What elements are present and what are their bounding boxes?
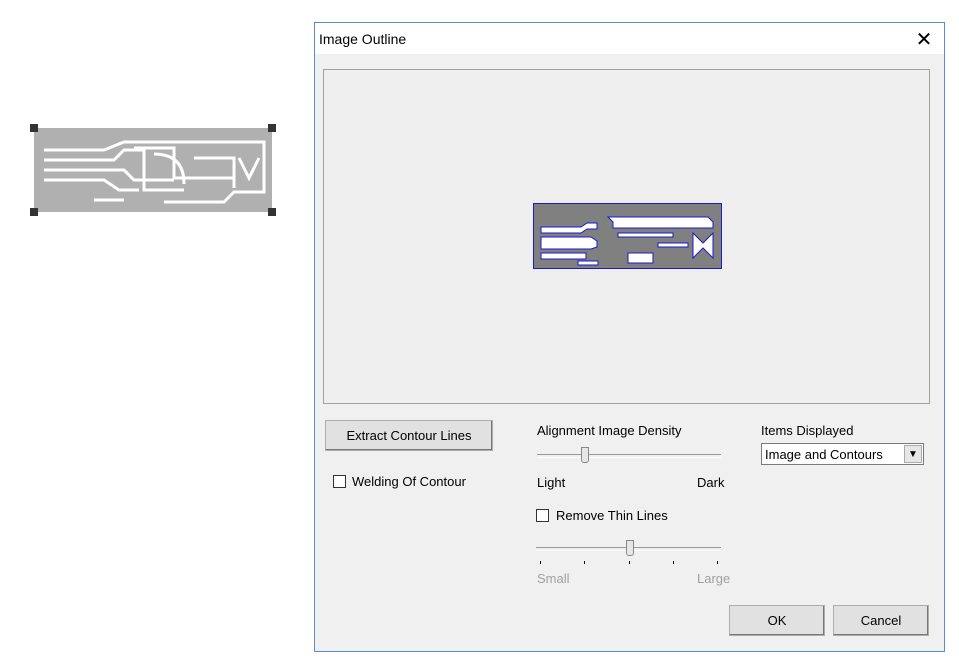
items-displayed-label: Items Displayed: [761, 423, 854, 438]
chevron-down-icon[interactable]: ▼: [904, 445, 922, 463]
resize-handle[interactable]: [268, 124, 276, 132]
slider-tick: [673, 561, 674, 564]
density-label: Alignment Image Density: [537, 423, 682, 438]
density-slider-thumb[interactable]: [581, 447, 589, 463]
slider-tick: [629, 561, 630, 564]
thin-lines-min-label: Small: [537, 571, 570, 586]
thin-lines-slider-thumb[interactable]: [626, 540, 634, 556]
slider-tick: [717, 561, 718, 564]
resize-handle[interactable]: [30, 208, 38, 216]
density-max-label: Dark: [697, 475, 725, 490]
ok-button[interactable]: OK: [729, 605, 825, 636]
pcb-image: [34, 128, 272, 212]
dialog-title: Image Outline: [319, 31, 407, 47]
items-displayed-value: Image and Contours: [765, 447, 883, 462]
title-bar: Image Outline ✕: [315, 23, 944, 54]
density-slider-track[interactable]: [537, 454, 721, 458]
resize-handle[interactable]: [268, 208, 276, 216]
remove-thin-lines-checkbox[interactable]: [536, 509, 549, 522]
preview-area: [323, 69, 930, 404]
cancel-button[interactable]: Cancel: [833, 605, 929, 636]
remove-thin-lines-label: Remove Thin Lines: [556, 508, 668, 523]
slider-tick: [540, 561, 541, 564]
welding-of-contour-label: Welding Of Contour: [352, 474, 466, 489]
image-outline-dialog: Image Outline ✕ Extract Contour Lines We…: [314, 22, 945, 652]
items-displayed-select[interactable]: Image and Contours ▼: [761, 443, 924, 465]
close-icon[interactable]: ✕: [915, 29, 933, 51]
resize-handle[interactable]: [30, 124, 38, 132]
canvas-pcb-image[interactable]: [30, 124, 276, 216]
thin-lines-max-label: Large: [697, 571, 731, 586]
pcb-preview-image: [533, 203, 722, 269]
extract-contour-lines-button[interactable]: Extract Contour Lines: [325, 420, 493, 451]
welding-of-contour-checkbox[interactable]: [333, 475, 346, 488]
slider-tick: [584, 561, 585, 564]
density-min-label: Light: [537, 475, 566, 490]
